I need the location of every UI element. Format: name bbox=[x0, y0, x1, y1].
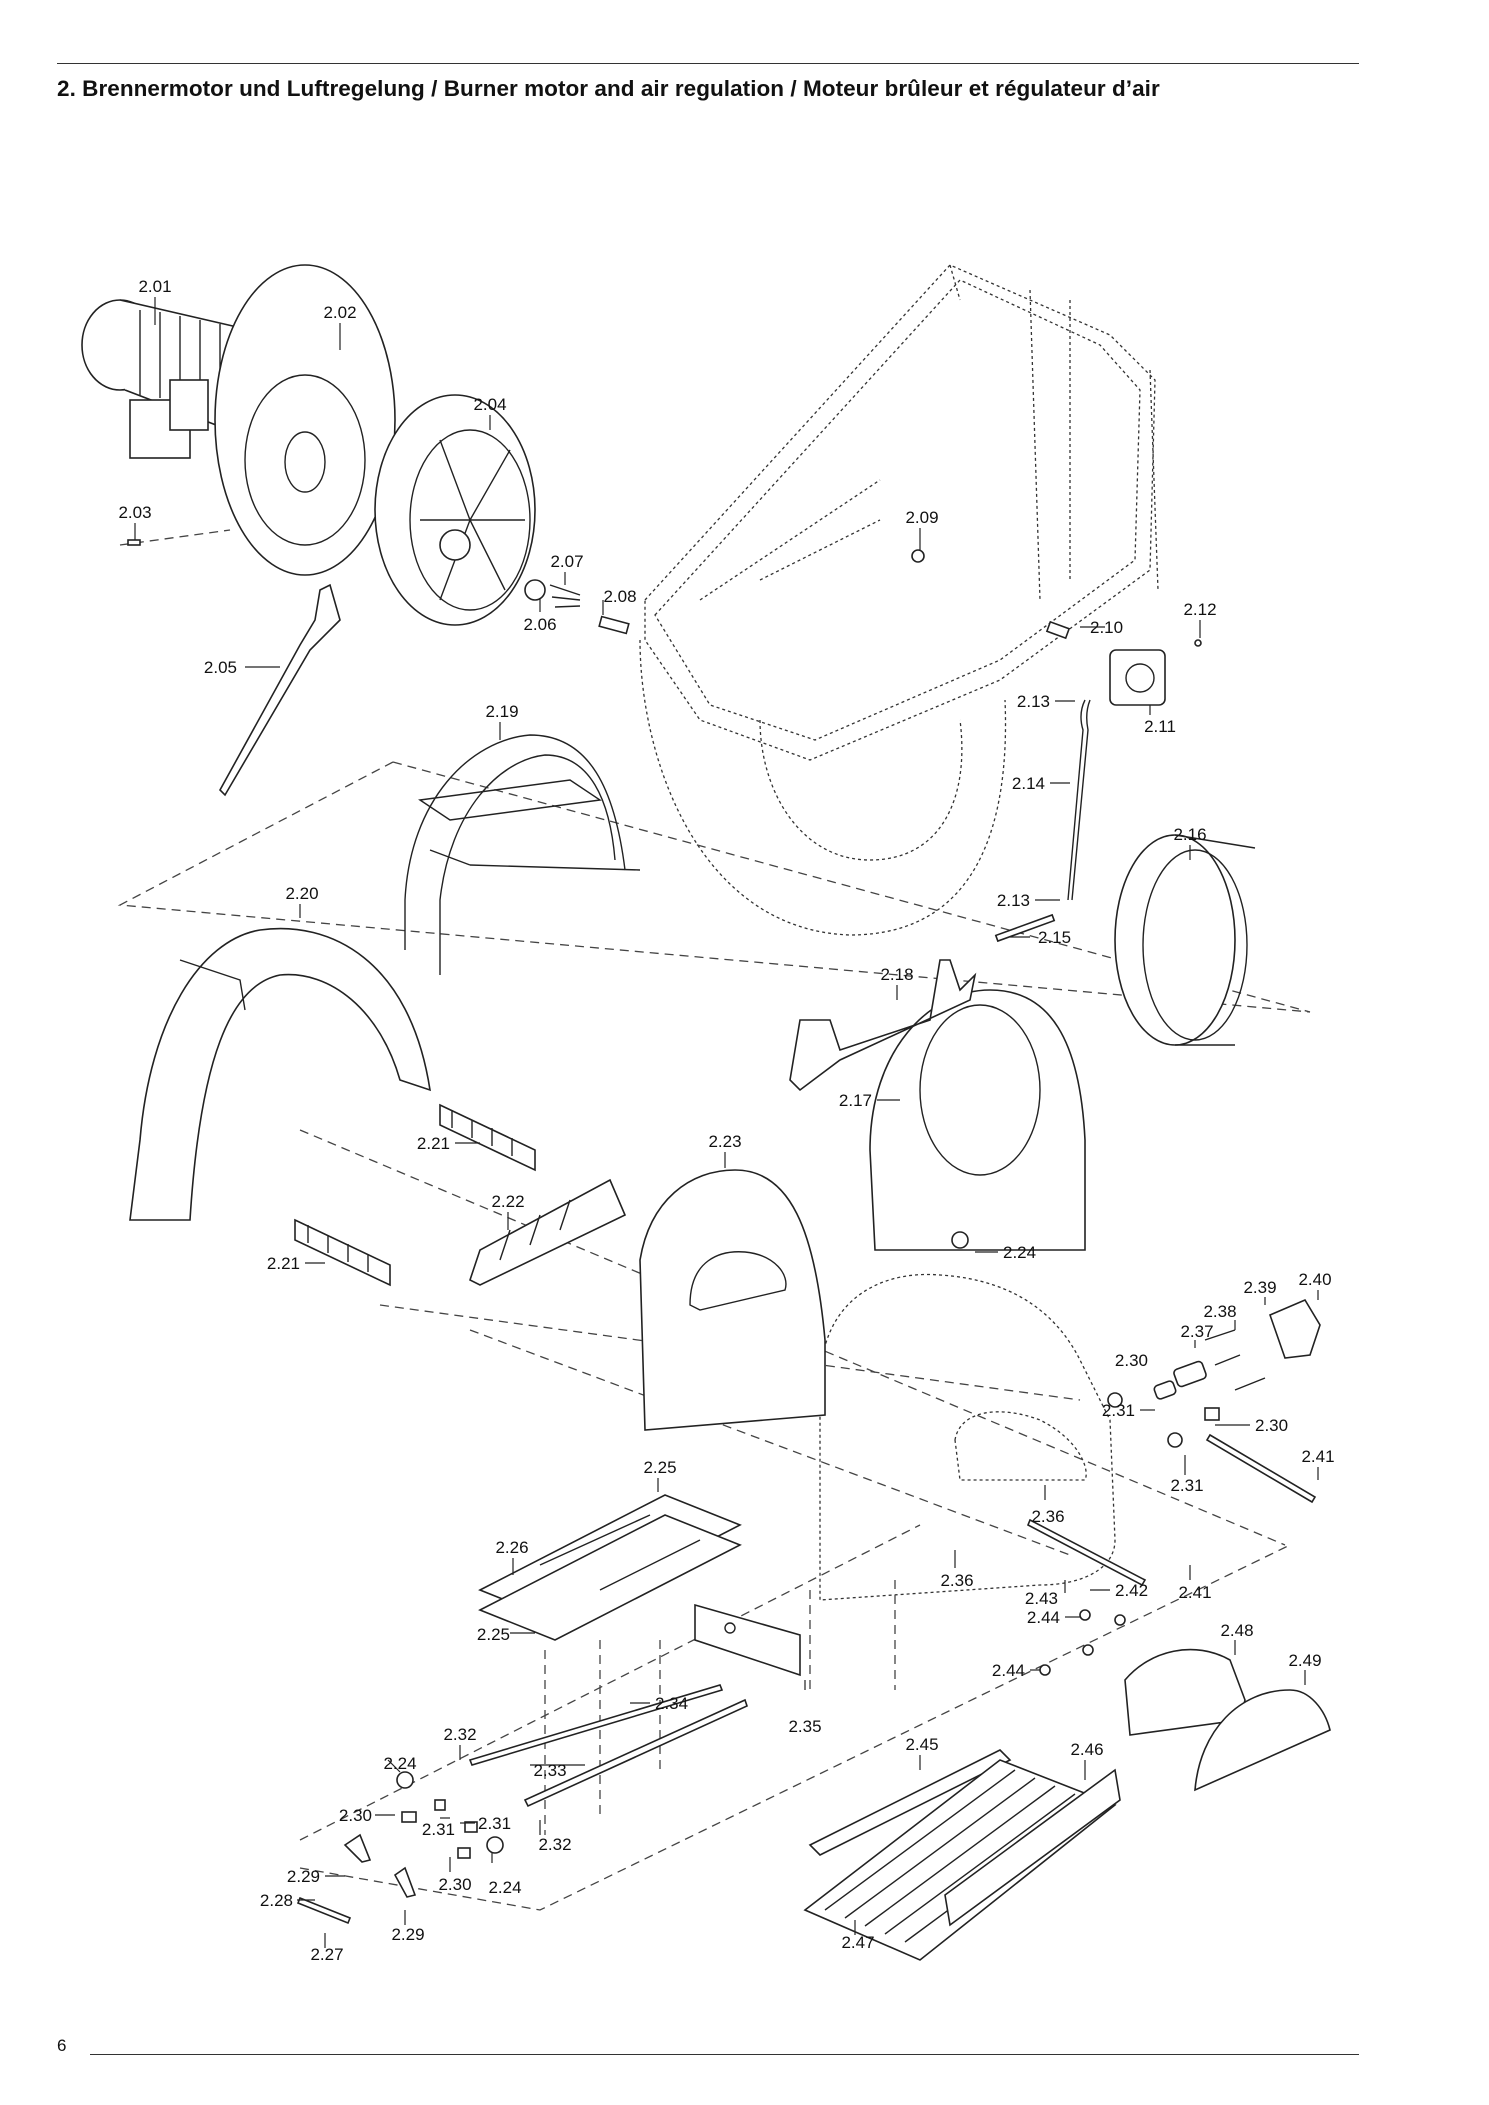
callout-2-03: 2.03 bbox=[118, 503, 151, 522]
callout-2-32-lower: 2.32 bbox=[538, 1835, 571, 1854]
callout-2-27: 2.27 bbox=[310, 1945, 343, 1964]
callout-2-18: 2.18 bbox=[880, 965, 913, 984]
callout-2-30-upper: 2.30 bbox=[1115, 1351, 1148, 1370]
callout-2-04: 2.04 bbox=[473, 395, 506, 414]
small-parts bbox=[127, 539, 1071, 640]
callout-2-08: 2.08 bbox=[603, 587, 636, 606]
callout-2-23: 2.23 bbox=[708, 1132, 741, 1151]
callout-2-15: 2.15 bbox=[1038, 928, 1071, 947]
callout-2-11: 2.11 bbox=[1144, 717, 1176, 736]
plates-2-25-2-26 bbox=[478, 1494, 742, 1641]
callout-2-20: 2.20 bbox=[285, 884, 318, 903]
callout-2-29-upper: 2.29 bbox=[287, 1867, 320, 1886]
callout-2-12: 2.12 bbox=[1183, 600, 1216, 619]
callout-2-39: 2.39 bbox=[1243, 1278, 1276, 1297]
actuator-box-2-11 bbox=[1109, 639, 1202, 706]
callout-2-42: 2.42 bbox=[1115, 1581, 1148, 1600]
callout-2-07: 2.07 bbox=[550, 552, 583, 571]
wire-guard-2-19 bbox=[404, 734, 641, 975]
callout-2-24-lower-right: 2.24 bbox=[488, 1878, 521, 1897]
callout-2-31-upper: 2.31 bbox=[1102, 1401, 1135, 1420]
callout-2-44-upper: 2.44 bbox=[1027, 1608, 1060, 1627]
callout-2-36-upper: 2.36 bbox=[1031, 1507, 1064, 1526]
callout-2-25-lower: 2.25 bbox=[477, 1625, 510, 1644]
callout-2-31-right: 2.31 bbox=[1170, 1476, 1203, 1495]
page-number: 6 bbox=[57, 2036, 67, 2055]
bracket-2-18 bbox=[789, 959, 977, 1092]
flange-2-02 bbox=[214, 264, 396, 576]
callout-2-19: 2.19 bbox=[485, 702, 518, 721]
callout-2-31-left: 2.31 bbox=[478, 1814, 511, 1833]
burner-housing-outline bbox=[639, 264, 1159, 936]
callout-2-41-right: 2.41 bbox=[1301, 1447, 1334, 1466]
callout-2-30-left: 2.30 bbox=[339, 1806, 372, 1825]
main-casing-outline bbox=[819, 1273, 1116, 1601]
louvre-2-22 bbox=[469, 1178, 627, 1286]
callout-2-26: 2.26 bbox=[495, 1538, 528, 1557]
callout-2-21-upper: 2.21 bbox=[417, 1134, 450, 1153]
callout-2-01: 2.01 bbox=[138, 277, 171, 296]
bottom-rule bbox=[90, 2054, 1359, 2055]
leader-lines bbox=[134, 297, 1319, 1948]
tube-2-14 bbox=[994, 699, 1091, 943]
cover-2-48 bbox=[1124, 1648, 1246, 1736]
ring-2-16 bbox=[1114, 834, 1256, 1046]
callout-2-40: 2.40 bbox=[1298, 1270, 1331, 1289]
top-rule bbox=[57, 63, 1359, 64]
callout-2-33: 2.33 bbox=[533, 1761, 566, 1780]
grille-2-21-upper bbox=[439, 1103, 536, 1172]
hood-2-20 bbox=[129, 927, 431, 1221]
callout-2-25-upper: 2.25 bbox=[643, 1458, 676, 1477]
actuator-2-40 bbox=[1153, 1298, 1321, 1400]
callout-2-43: 2.43 bbox=[1025, 1589, 1058, 1608]
hardware-bottom-left bbox=[296, 1231, 1220, 1925]
callout-2-05: 2.05 bbox=[204, 658, 237, 677]
callout-2-30-bottom: 2.30 bbox=[438, 1875, 471, 1894]
shroud-2-17 bbox=[869, 989, 1086, 1251]
callout-2-49: 2.49 bbox=[1288, 1651, 1321, 1670]
callout-2-06: 2.06 bbox=[523, 615, 556, 634]
shafts bbox=[468, 1433, 1317, 1808]
callout-2-14: 2.14 bbox=[1012, 774, 1045, 793]
callout-2-36-lower: 2.36 bbox=[940, 1571, 973, 1590]
callout-2-22: 2.22 bbox=[491, 1192, 524, 1211]
page-title: 2. Brennermotor und Luftregelung / Burne… bbox=[57, 76, 1160, 101]
callout-2-41-lower: 2.41 bbox=[1178, 1583, 1211, 1602]
callout-2-32-upper: 2.32 bbox=[443, 1725, 476, 1744]
callout-2-29-lower: 2.29 bbox=[391, 1925, 424, 1944]
callout-2-13-lower: 2.13 bbox=[997, 891, 1030, 910]
air-intake-2-23 bbox=[639, 1169, 826, 1431]
callout-2-13-upper: 2.13 bbox=[1017, 692, 1050, 711]
callout-2-10: 2.10 bbox=[1090, 618, 1123, 637]
callout-2-21-lower: 2.21 bbox=[267, 1254, 300, 1273]
callout-2-38: 2.38 bbox=[1203, 1302, 1236, 1321]
callout-2-45: 2.45 bbox=[905, 1735, 938, 1754]
callout-2-02: 2.02 bbox=[323, 303, 356, 322]
wrench-2-05 bbox=[219, 583, 341, 797]
bracket-plate-2-35 bbox=[694, 1603, 801, 1677]
callout-2-35: 2.35 bbox=[788, 1717, 821, 1736]
callout-2-47: 2.47 bbox=[841, 1933, 874, 1952]
grid-2-45-2-47 bbox=[803, 1749, 1121, 1961]
callout-2-09: 2.09 bbox=[905, 508, 938, 527]
callout-2-37: 2.37 bbox=[1180, 1322, 1213, 1341]
callout-2-28: 2.28 bbox=[260, 1891, 293, 1910]
callout-2-17: 2.17 bbox=[839, 1091, 872, 1110]
grille-2-21-lower bbox=[294, 1218, 391, 1287]
cover-2-49 bbox=[1194, 1689, 1331, 1792]
callout-labels: 2.01 2.02 2.03 2.04 2.05 2.06 2.07 2.08 … bbox=[118, 277, 1334, 1964]
callout-2-30-right: 2.30 bbox=[1255, 1416, 1288, 1435]
callout-2-46: 2.46 bbox=[1070, 1740, 1103, 1759]
callout-2-48: 2.48 bbox=[1220, 1621, 1253, 1640]
callout-2-24-lower-left: 2.24 bbox=[383, 1754, 416, 1773]
callout-2-44-lower: 2.44 bbox=[992, 1661, 1025, 1680]
fan-wheel-2-04 bbox=[374, 394, 536, 626]
callout-2-34: 2.34 bbox=[655, 1694, 688, 1713]
callout-2-24-upper: 2.24 bbox=[1003, 1243, 1036, 1262]
callout-2-31-mid: 2.31 bbox=[422, 1820, 455, 1839]
callout-2-16: 2.16 bbox=[1173, 825, 1206, 844]
